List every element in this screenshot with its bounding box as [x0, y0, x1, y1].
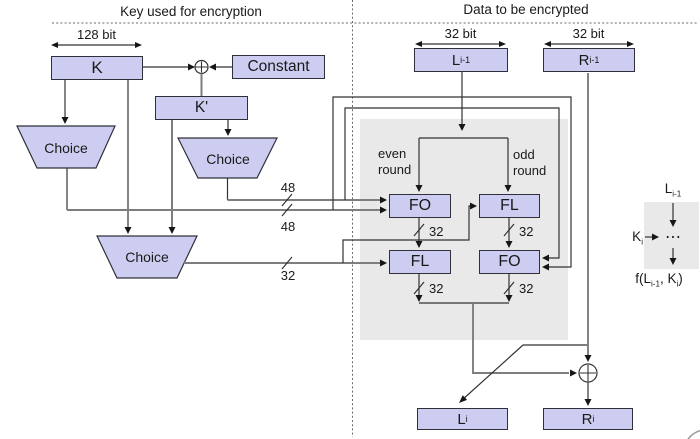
- mini-output-label: f(Li-1, Ki): [616, 271, 700, 289]
- wire-l-in-down: [458, 72, 466, 131]
- wire-subkey-48-lower: [67, 206, 387, 214]
- fo-even-box: FO: [389, 194, 451, 218]
- wire-subkey-48-upper: [227, 196, 387, 204]
- fo-odd-box: FO: [479, 250, 540, 274]
- width-arrow-128bit: [51, 42, 142, 48]
- wire-mini-key: [645, 233, 659, 241]
- wire-constant-to-xor: [209, 63, 232, 71]
- choice-bottom-shape: [96, 235, 198, 279]
- mini-output-p2: , K: [659, 271, 677, 286]
- mini-input-subscript: i-1: [672, 189, 682, 199]
- wire-mini-output: [669, 248, 677, 265]
- wire-subkey-48-wrap-outer: [332, 96, 572, 271]
- even-round-note: even round: [378, 146, 412, 177]
- wire-fo-even-to-fl-even: [415, 218, 423, 248]
- l-in-label: L: [451, 51, 461, 69]
- data-section-title: Data to be encrypted: [463, 2, 589, 17]
- choice-top-shape: [16, 125, 116, 169]
- wire-mini-input: [669, 203, 677, 227]
- key-width-label: 128 bit: [76, 27, 117, 42]
- corner-decoration: [687, 430, 700, 439]
- mini-output-s2: i: [676, 279, 679, 289]
- k-prime-box: K': [155, 96, 248, 120]
- r-out-label: R: [581, 410, 593, 428]
- k-box: K: [51, 56, 143, 80]
- choice-mid-label: Choice: [206, 151, 250, 167]
- l-out-subscript: i: [465, 414, 468, 424]
- choice-mid-shape: [177, 137, 278, 179]
- subkey-48-lower-label: 48: [280, 219, 296, 234]
- width-arrow-32bit-right: [544, 41, 634, 47]
- constant-box: Constant: [232, 55, 325, 79]
- wire-subkey-32-branch-to-fl-odd: [342, 202, 477, 263]
- r-out-subscript: i: [592, 414, 595, 424]
- wire-xor-to-r-out: [584, 382, 592, 406]
- wire-r-in-down: [584, 73, 592, 362]
- mini-input-base: L: [664, 181, 673, 196]
- wire-kprime-to-choice-bottom: [168, 120, 176, 234]
- l-in-subscript: i-1: [460, 55, 471, 65]
- mini-output-p1: f(L: [635, 271, 651, 286]
- wire-subkey-48-wrap-inner: [344, 107, 560, 262]
- width-fo-odd: 32: [519, 281, 534, 296]
- wire-split-to-fo-even: [415, 138, 423, 192]
- wire-merge-to-xor: [472, 303, 577, 377]
- l-out-label: L: [457, 410, 466, 428]
- mini-dots: ⋯: [665, 229, 681, 246]
- wire-fo-odd-out: [505, 274, 513, 302]
- width-arrow-32bit-left: [415, 41, 506, 47]
- odd-round-note: odd round: [513, 147, 547, 178]
- xor-icon: [578, 363, 598, 383]
- wire-k-to-choice-top: [61, 80, 69, 124]
- fl-odd-box: FL: [479, 194, 540, 218]
- wire-fl-even-out: [415, 274, 423, 302]
- mini-output-s1: i-1: [650, 279, 660, 289]
- mini-key-base: K: [632, 229, 642, 244]
- mini-key-subscript: i: [641, 237, 643, 247]
- subkey-48-upper-label: 48: [280, 180, 296, 195]
- choice-top-label: Choice: [44, 140, 88, 156]
- slash-32-subkey: [281, 256, 293, 270]
- wire-split-to-fl-odd: [504, 138, 512, 192]
- width-fl-even: 32: [429, 281, 444, 296]
- xor-icon: [194, 59, 209, 75]
- wire-k-to-xor: [143, 63, 195, 71]
- width-fo-even: 32: [429, 224, 444, 239]
- mini-input-label: Li-1: [650, 181, 696, 199]
- mini-key-label: Ki: [620, 229, 643, 247]
- wire-subkey-32: [184, 259, 387, 267]
- wire-fl-odd-to-fo-odd: [505, 218, 513, 248]
- l-width-label: 32 bit: [444, 26, 477, 41]
- width-fl-odd: 32: [519, 224, 534, 239]
- mini-output-p3: ): [678, 271, 683, 286]
- fl-even-box: FL: [389, 250, 451, 274]
- choice-bottom-label: Choice: [125, 249, 169, 265]
- wire-swap-to-l-out: [459, 344, 524, 403]
- slash-48-lower: [281, 203, 293, 217]
- r-width-label: 32 bit: [572, 26, 605, 41]
- slash-48-upper: [281, 193, 293, 207]
- wire-kprime-to-choice-mid: [224, 120, 232, 136]
- wire-k-to-choice-bottom: [124, 80, 132, 234]
- key-section-title: Key used for encryption: [120, 4, 262, 19]
- r-in-label: R: [578, 51, 590, 69]
- r-in-subscript: i-1: [589, 55, 600, 65]
- subkey-32-label: 32: [280, 268, 296, 283]
